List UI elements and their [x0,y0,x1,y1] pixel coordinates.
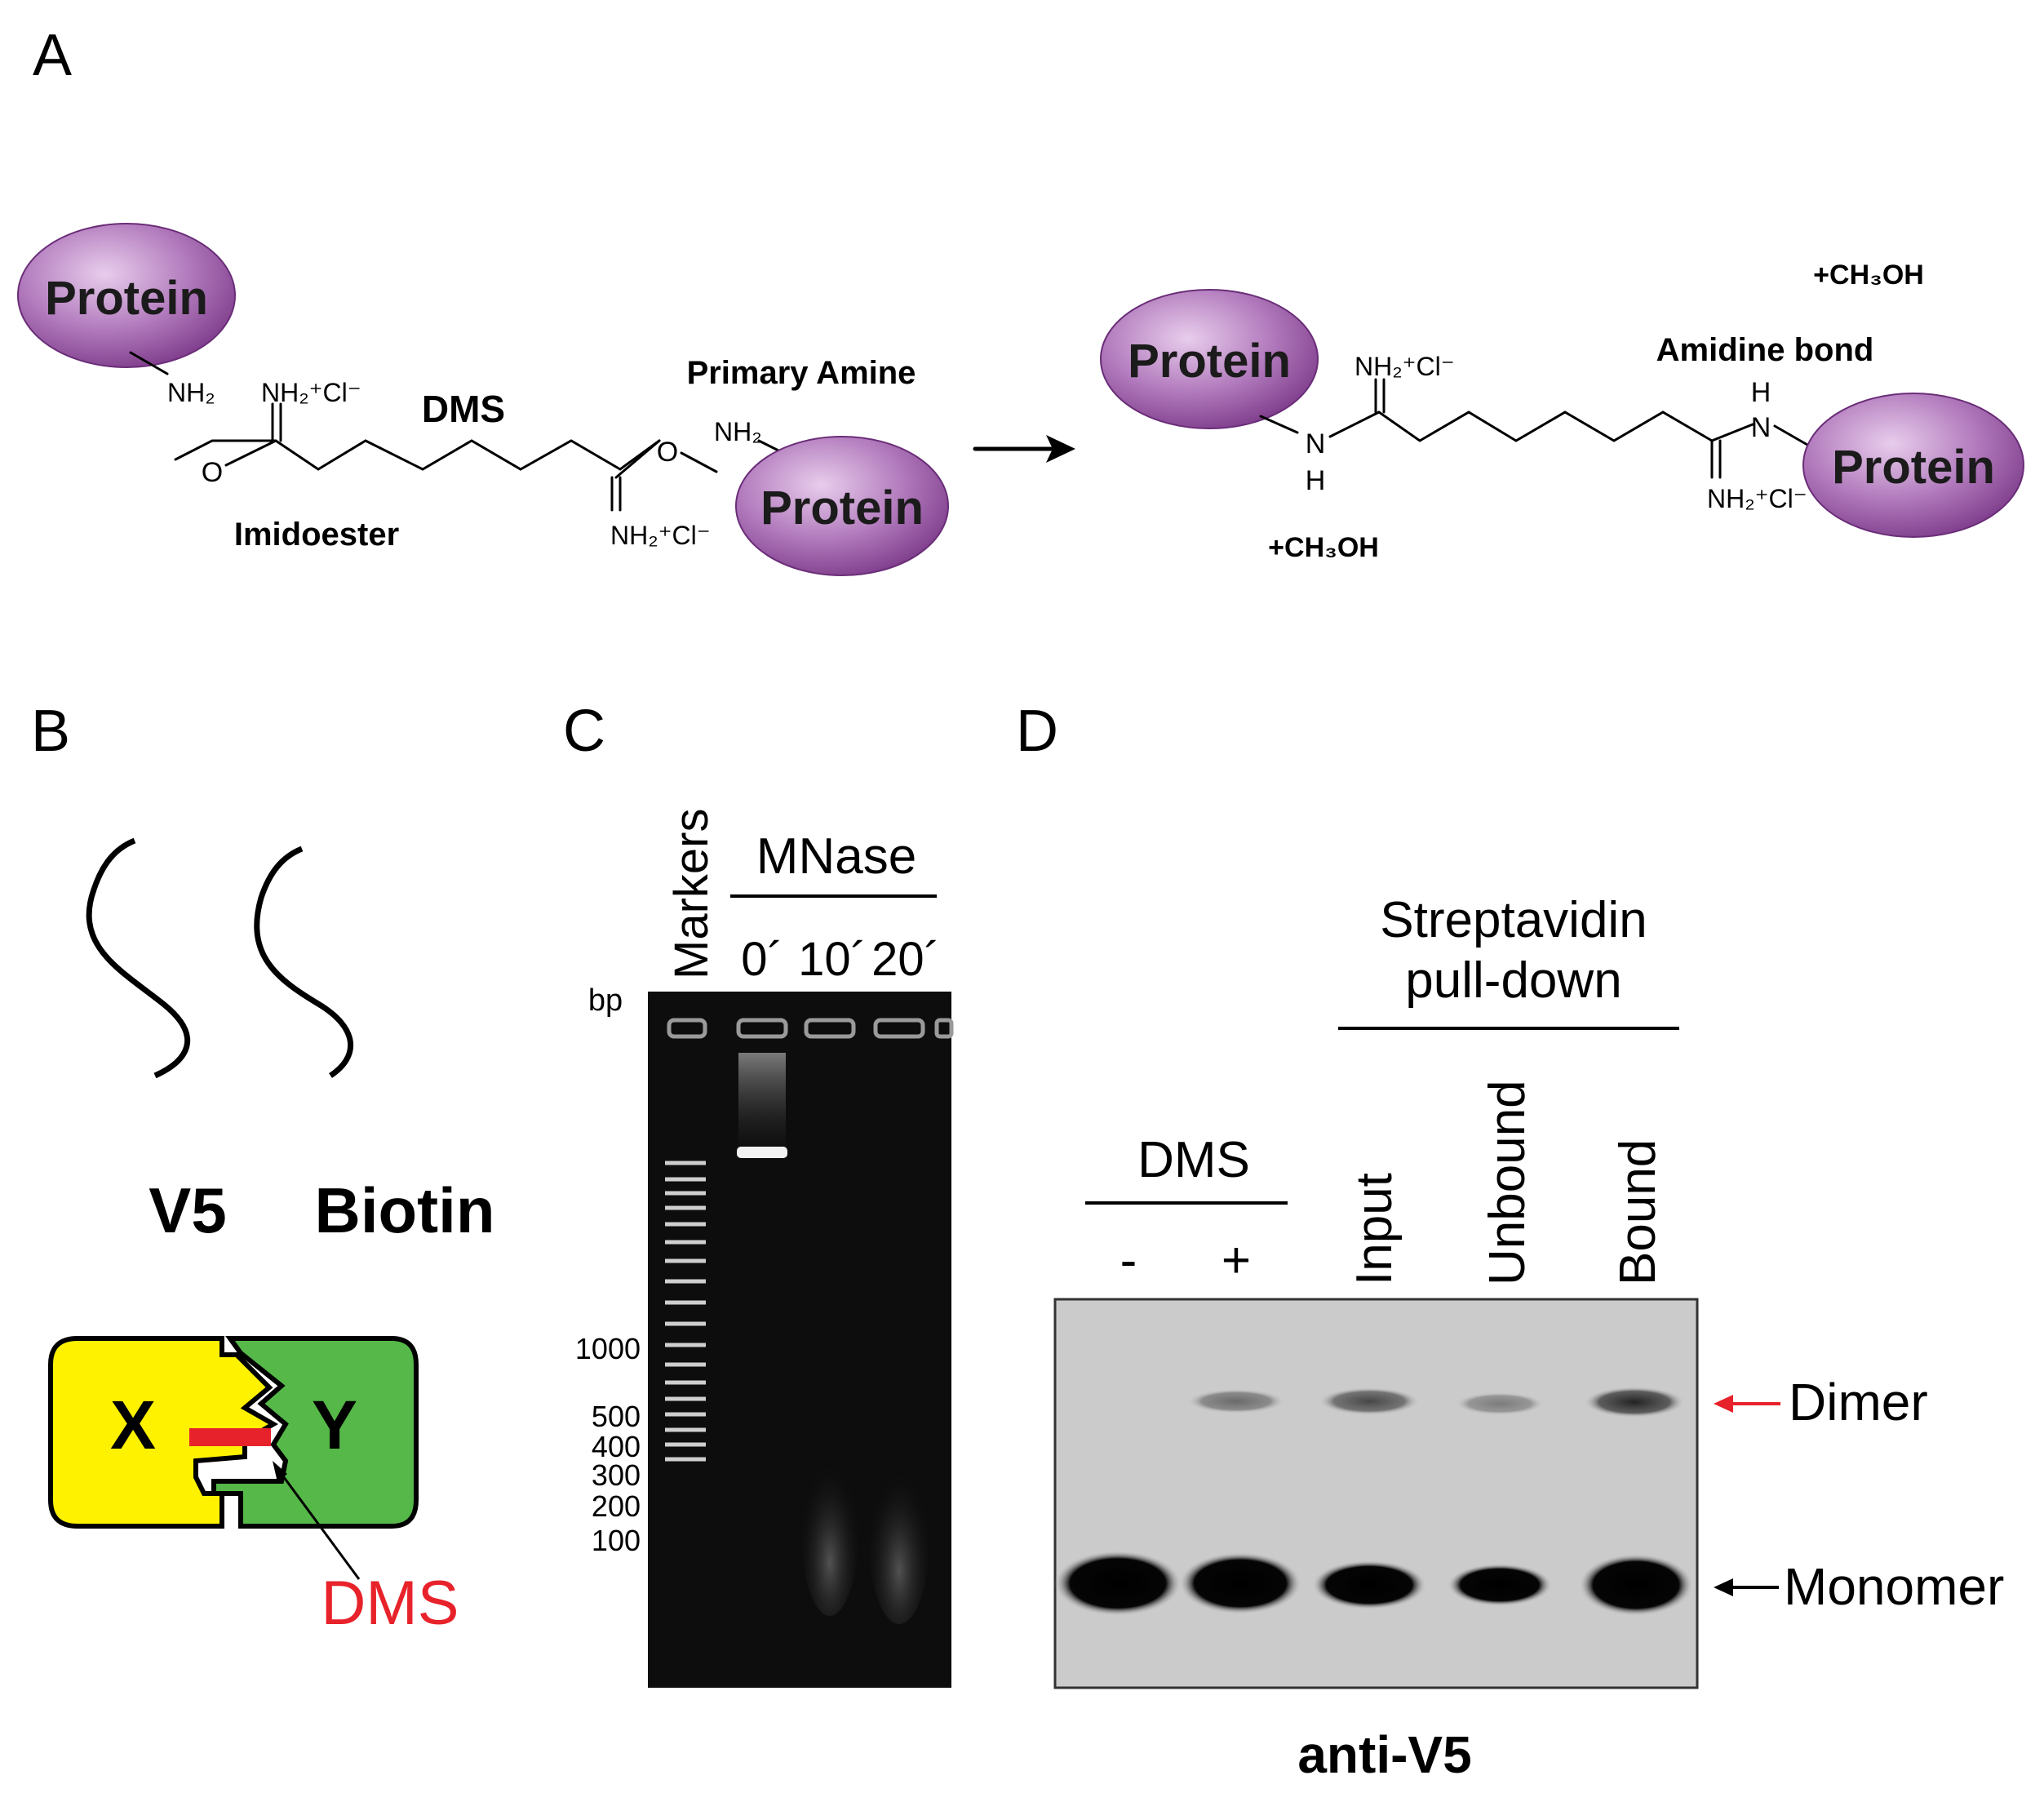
panel-label-a: A [33,23,72,88]
biotin-tether [254,846,353,1078]
amidine-bond-label: Amidine bond [1656,332,1874,368]
y-block [211,1336,419,1529]
panel-a: Protein NH₂ O NH₂⁺Cl⁻ DMS Imidoester O N… [17,223,2024,576]
monomer-band-minus [1054,1551,1182,1616]
n-right: N [1751,412,1771,443]
protein-label-2: Protein [760,482,924,535]
y-label: Y [312,1387,357,1463]
panel-label-d: D [1016,699,1058,764]
n-left: N [1306,428,1326,459]
dms-pointer-line [277,1470,361,1580]
lane0-hmw-band [737,1147,787,1158]
streptavidin-line1: Streptavidin [1380,892,1647,948]
biotin-label: Biotin [315,1174,495,1246]
panel-label-b: B [31,699,70,764]
panel-c: Markers MNase 0´ 10´ 20´ bp [575,809,954,1688]
dms-crosslink [189,1428,271,1446]
western-blot [1053,1298,1699,1689]
o-right: O [657,437,678,468]
h-right: H [1751,377,1771,408]
protein-label-3: Protein [1128,335,1291,388]
bp-200: 200 [592,1489,641,1523]
fraction-unbound: Unbound [1479,1080,1536,1285]
product-chain [1377,411,1714,442]
dms-chain [174,439,661,471]
nh2-left: NH₂ [167,378,215,407]
nh2cl-left: NH₂⁺Cl⁻ [261,378,361,407]
primary-amine-label: Primary Amine [687,355,916,391]
nh2cl-product-bottom: NH₂⁺Cl⁻ [1707,484,1807,513]
panel-b: V5 Biotin X Y DMS [48,837,495,1638]
o-left: O [202,457,223,488]
fraction-bound: Bound [1610,1139,1666,1285]
v5-tether [86,837,191,1079]
bp-1000: 1000 [575,1332,641,1365]
methanol-product-bottom: +CH₃OH [1268,532,1379,563]
lane-label-10: 10´ [798,933,867,986]
dms-label-b: DMS [321,1569,459,1638]
dms-label-a: DMS [422,388,505,430]
protein-label-1: Protein [45,272,208,325]
h-left: H [1306,465,1326,496]
nh2cl-product-top: NH₂⁺Cl⁻ [1355,352,1455,381]
streptavidin-line2: pull-down [1405,952,1621,1009]
protein-ellipse-1 [17,223,236,368]
x-block [48,1336,279,1529]
monomer-band-input [1312,1560,1426,1609]
lane-label-20: 20´ [871,933,940,986]
markers-label: Markers [665,809,718,979]
bp-300: 300 [592,1458,641,1492]
gel-wells [667,1018,954,1039]
imidoester-label: Imidoester [234,517,399,553]
protein-label-4: Protein [1832,441,1995,494]
bp-500: 500 [592,1400,641,1433]
dimer-label: Dimer [1789,1373,1928,1431]
antibody-label: anti-V5 [1297,1725,1471,1784]
lane10-smear [800,1436,859,1616]
monomer-band-plus [1179,1552,1301,1614]
nh2-right: NH₂ [714,417,762,446]
methanol-product-top: +CH₃OH [1813,260,1924,291]
panel-label-c: C [563,699,605,764]
dms-minus: - [1120,1232,1137,1289]
dms-plus: + [1222,1232,1251,1289]
lane0-smear [738,1053,786,1159]
dimer-band-unbound [1455,1392,1545,1415]
dimer-band-bound [1584,1387,1685,1418]
dms-label-d: DMS [1137,1132,1250,1188]
dimer-band-plus [1187,1389,1285,1414]
lane-label-0: 0´ [741,933,783,986]
nh2cl-bottom: NH₂⁺Cl⁻ [610,521,711,550]
x-label: X [110,1387,156,1463]
bp-100: 100 [592,1524,641,1557]
protein-ellipse-2 [735,436,949,576]
marker-ladder [665,1161,706,1462]
fraction-input: Input [1346,1173,1403,1285]
lane20-smear [868,1445,930,1624]
monomer-label: Monomer [1784,1557,2004,1616]
bp-400: 400 [592,1430,641,1463]
monomer-band-bound [1579,1554,1693,1616]
v5-label: V5 [149,1174,226,1246]
dimer-band-input [1319,1387,1420,1415]
monomer-band-unbound [1448,1564,1552,1606]
protein-ellipse-4 [1802,393,2024,538]
protein-ellipse-3 [1100,289,1319,429]
panel-d: Streptavidin pull-down DMS - + Input Unb… [1053,892,2004,1784]
bp-label: bp [588,983,623,1018]
mnase-label: MNase [756,828,916,885]
